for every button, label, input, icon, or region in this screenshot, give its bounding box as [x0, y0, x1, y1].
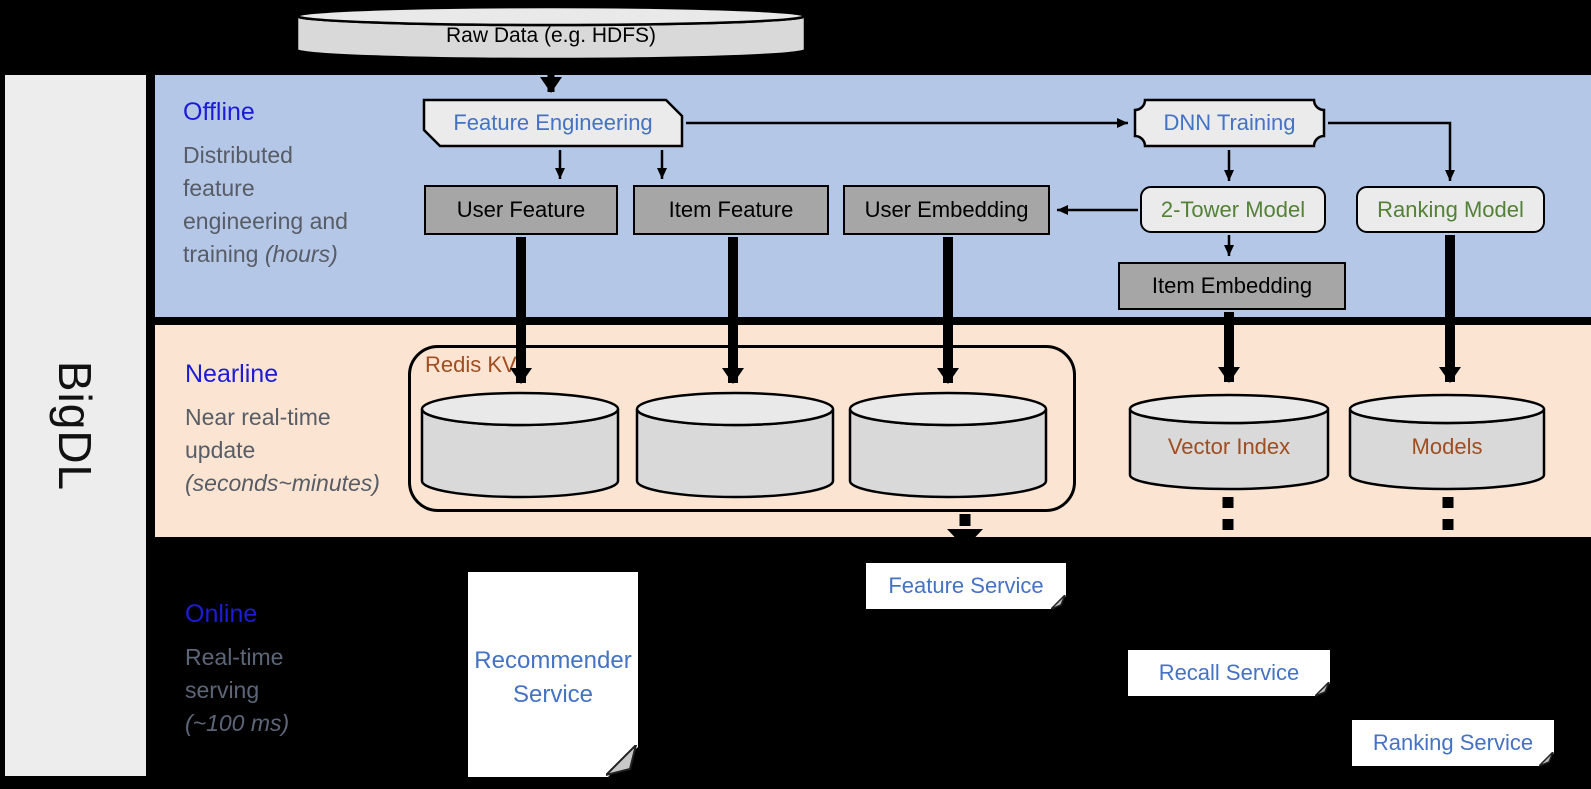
card-fold-icon	[1051, 595, 1066, 610]
ranking-model-label: Ranking Model	[1377, 196, 1524, 222]
item-embedding-label: Item Embedding	[1151, 273, 1313, 298]
item-feature-label: Item Feature	[668, 197, 794, 222]
redis-cylinder-2	[635, 390, 835, 500]
raw-data-label: Raw Data (e.g. HDFS)	[445, 24, 657, 47]
redis-kv-label: Redis KV	[425, 352, 517, 377]
node-models: Models	[1348, 392, 1546, 492]
plaque-shape-icon	[1133, 98, 1326, 148]
offline-section-label: Offline Distributed feature engineering …	[183, 98, 348, 271]
node-ranking-model: Ranking Model	[1356, 186, 1545, 233]
node-user-embedding: User Embedding	[843, 185, 1050, 235]
node-vector-index: Vector Index	[1128, 392, 1330, 492]
nearline-desc: Near real-time update (seconds~minutes)	[185, 404, 380, 496]
ranking-service-label: Ranking Service	[1372, 730, 1534, 755]
cylinder-shape-icon	[420, 391, 620, 499]
online-title: Online	[185, 600, 258, 628]
node-ranking-service: Ranking Service	[1352, 720, 1554, 766]
two-tower-model-label: 2-Tower Model	[1160, 196, 1306, 222]
card-fold-icon	[1539, 752, 1554, 767]
models-label: Models	[1411, 434, 1483, 459]
node-item-feature: Item Feature	[633, 185, 829, 235]
cylinder-shape-icon	[848, 391, 1048, 499]
cylinder-shape-icon	[295, 5, 807, 61]
user-embedding-label: User Embedding	[864, 197, 1029, 222]
node-item-embedding: Item Embedding	[1118, 262, 1346, 310]
feature-service-label: Feature Service	[888, 573, 1044, 598]
card-fold-icon	[1315, 682, 1330, 697]
node-dnn-training: DNN Training	[1133, 98, 1326, 148]
nearline-title: Nearline	[185, 360, 279, 388]
user-feature-label: User Feature	[456, 197, 586, 222]
cylinder-shape-icon	[635, 391, 835, 499]
offline-title: Offline	[183, 98, 255, 126]
bigdl-sidebar: BigDL	[5, 75, 146, 776]
node-two-tower-model: 2-Tower Model	[1140, 186, 1326, 233]
node-user-feature: User Feature	[424, 185, 618, 235]
node-feature-engineering: Feature Engineering	[422, 98, 684, 148]
online-desc: Real-time serving (~100 ms)	[185, 644, 290, 736]
bigdl-label: BigDL	[49, 360, 102, 491]
cylinder-shape-icon	[1348, 393, 1546, 491]
redis-kv-container	[408, 345, 1076, 512]
redis-cylinder-1	[420, 390, 620, 500]
node-recommender-service: Recommender Service	[468, 572, 638, 777]
feature-engineering-label: Feature Engineering	[453, 110, 653, 135]
cylinder-shape-icon	[1128, 393, 1330, 491]
raw-data-store: Raw Data (e.g. HDFS)	[295, 4, 807, 62]
redis-cylinder-3	[848, 390, 1048, 500]
recall-service-label: Recall Service	[1158, 660, 1300, 685]
online-section-label: Online Real-time serving (~100 ms)	[185, 600, 289, 740]
recommender-service-label: Recommender Service	[474, 647, 632, 708]
nearline-section-label: Nearline Near real-time update (seconds~…	[185, 360, 380, 500]
node-recall-service: Recall Service	[1128, 650, 1330, 696]
dnn-training-label: DNN Training	[1163, 110, 1296, 135]
vector-index-label: Vector Index	[1167, 434, 1291, 459]
node-feature-service: Feature Service	[866, 563, 1066, 609]
snip-shape-icon	[422, 98, 684, 148]
page-fold-icon	[606, 745, 638, 777]
offline-desc: Distributed feature engineering and trai…	[183, 142, 348, 267]
